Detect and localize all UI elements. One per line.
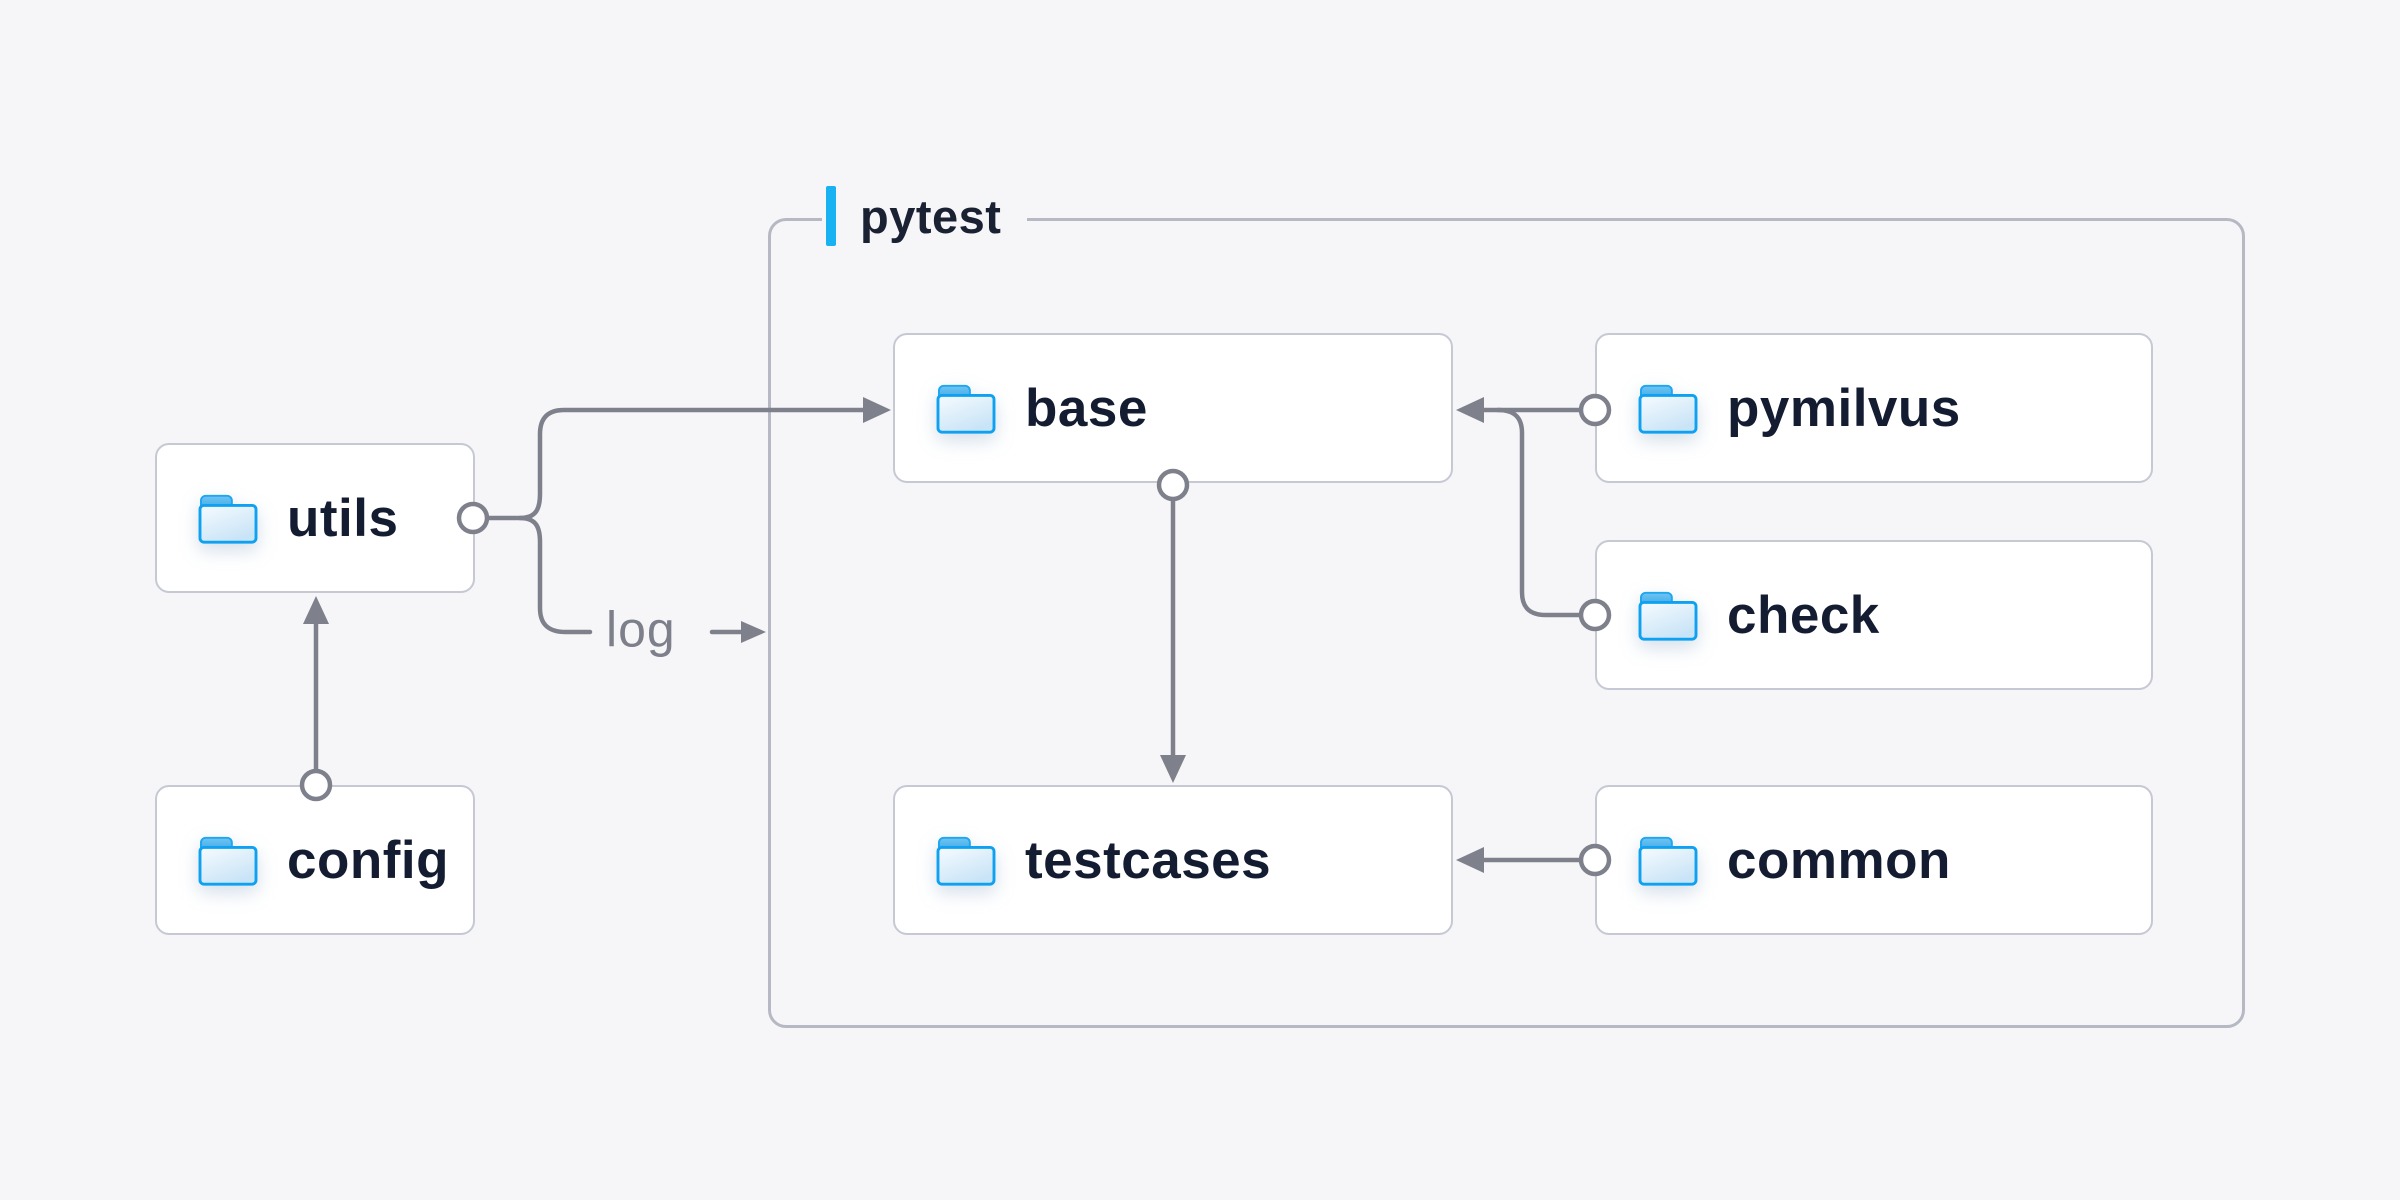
- arrowhead-log: [741, 621, 766, 643]
- arrowhead-into-utils: [303, 596, 329, 624]
- node-label: utils: [287, 488, 399, 548]
- node-check: check: [1595, 540, 2153, 690]
- folder-icon: [198, 494, 258, 544]
- folder-icon: [198, 836, 258, 886]
- node-label: testcases: [1025, 830, 1272, 890]
- folder-icon: [936, 384, 996, 434]
- node-label: pymilvus: [1727, 378, 1961, 438]
- folder-icon: [1638, 836, 1698, 886]
- node-label: check: [1727, 585, 1880, 645]
- pytest-group-container: [768, 218, 2245, 1028]
- node-label: config: [287, 830, 449, 890]
- node-utils: utils: [155, 443, 475, 593]
- node-config: config: [155, 785, 475, 935]
- folder-icon: [1638, 591, 1698, 641]
- node-label: common: [1727, 830, 1951, 890]
- node-label: base: [1025, 378, 1148, 438]
- folder-icon: [1638, 384, 1698, 434]
- node-common: common: [1595, 785, 2153, 935]
- log-edge-label: log: [606, 601, 676, 658]
- node-base: base: [893, 333, 1453, 483]
- node-testcases: testcases: [893, 785, 1453, 935]
- accent-bar: [826, 186, 836, 246]
- wire-utils-log: [517, 515, 593, 635]
- node-pymilvus: pymilvus: [1595, 333, 2153, 483]
- pytest-group-label-text: pytest: [860, 189, 1002, 243]
- folder-icon: [936, 836, 996, 886]
- pytest-group-label: pytest: [822, 184, 1028, 248]
